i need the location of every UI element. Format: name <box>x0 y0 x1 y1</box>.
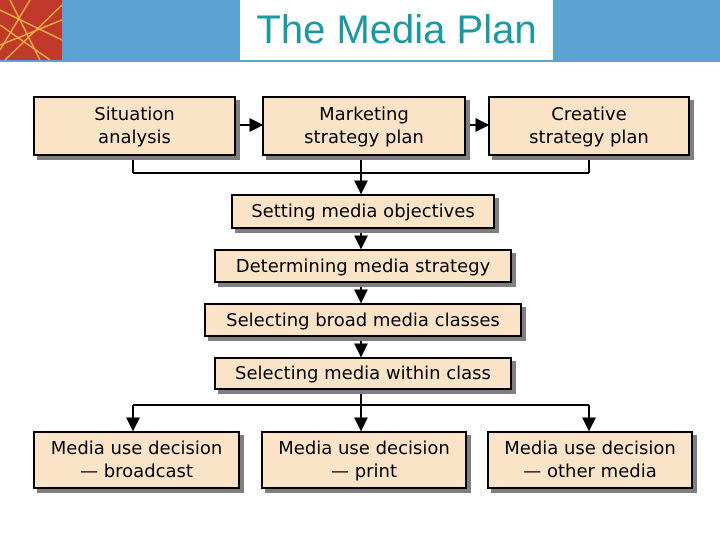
box-text: Determining media strategy <box>235 255 491 277</box>
box-text: Selecting broad media classes <box>226 309 500 331</box>
box-line: — print <box>330 461 397 482</box>
box-line: Creative <box>551 104 627 125</box>
box-marketing-strategy-plan: Marketing strategy plan <box>262 96 466 156</box>
box-line: Media use decision <box>50 438 223 459</box>
box-line: analysis <box>98 127 171 148</box>
box-text: Selecting media within class <box>235 363 491 384</box>
slide-title: The Media Plan <box>256 8 537 52</box>
box-line: Situation <box>94 104 175 125</box>
title-band <box>240 0 553 60</box>
box-line: — other media <box>523 461 657 482</box>
box-line: Marketing <box>319 104 409 125</box>
box-media-use-other-media: Media use decision — other media <box>487 431 693 489</box>
box-selecting-media-within-class: Selecting media within class <box>214 357 512 390</box>
box-situation-analysis: Situation analysis <box>33 96 236 156</box>
header-rule <box>0 60 720 62</box>
box-line: — broadcast <box>80 461 193 482</box>
box-media-use-broadcast: Media use decision — broadcast <box>33 431 240 489</box>
box-creative-strategy-plan: Creative strategy plan <box>488 96 690 156</box>
logo-graphic <box>0 0 62 60</box>
box-media-use-print: Media use decision — print <box>261 431 467 489</box>
box-line: Media use decision <box>278 438 450 459</box>
box-setting-media-objectives: Setting media objectives <box>231 194 495 229</box>
box-text: Setting media objectives <box>251 201 475 222</box>
box-line: strategy plan <box>304 127 424 148</box>
box-line: Media use decision <box>504 438 676 459</box>
box-line: strategy plan <box>529 127 649 148</box>
box-determining-media-strategy: Determining media strategy <box>214 249 512 283</box>
box-selecting-broad-media-classes: Selecting broad media classes <box>204 303 522 337</box>
